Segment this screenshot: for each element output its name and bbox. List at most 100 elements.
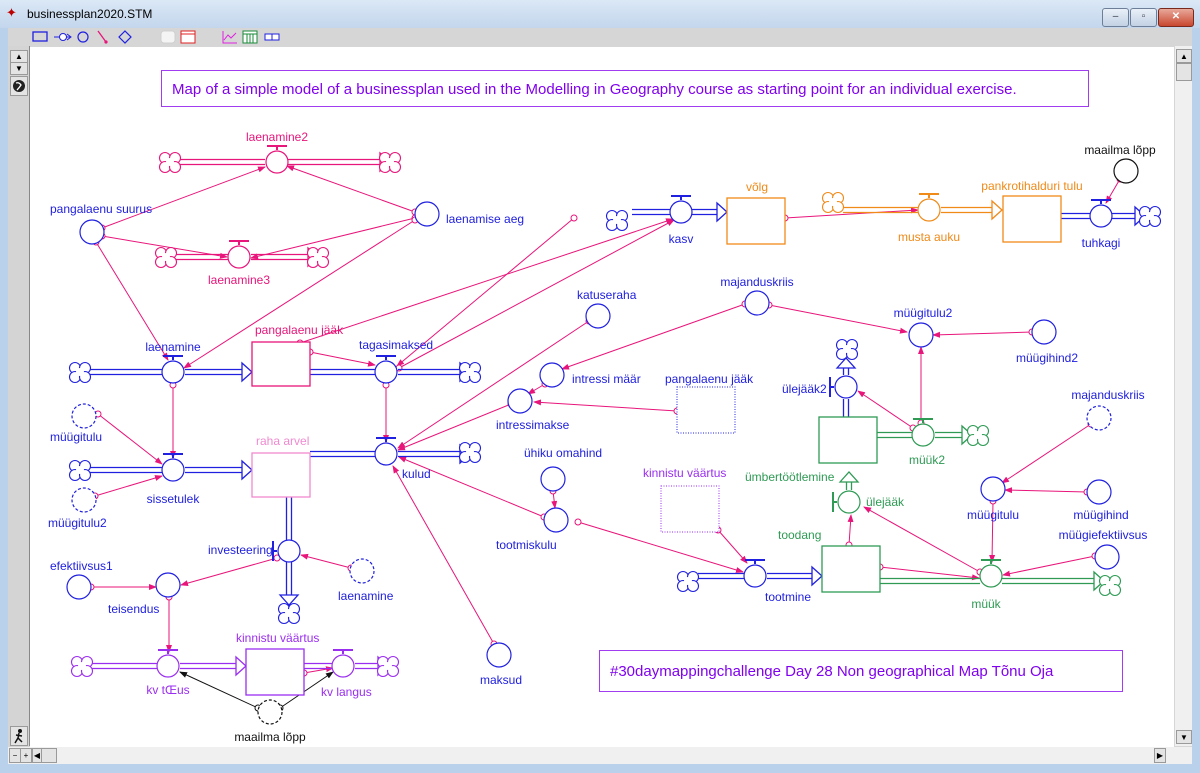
connector[interactable] <box>286 165 416 213</box>
sink-cloud[interactable] <box>458 361 482 384</box>
scroll-right-button[interactable]: ▶ <box>1154 748 1166 763</box>
tagasimaksed-flow[interactable] <box>374 355 398 384</box>
source-cloud[interactable] <box>158 151 182 174</box>
kulud-flow[interactable] <box>374 437 398 466</box>
source-cloud[interactable] <box>68 459 92 482</box>
pangalaenu-jaak-ghost-stock[interactable] <box>676 386 736 434</box>
connector[interactable] <box>101 166 266 229</box>
ulejaak2-flow[interactable] <box>829 375 858 399</box>
close-button[interactable]: ✕ <box>1158 8 1194 27</box>
connector[interactable] <box>309 351 376 367</box>
connector[interactable] <box>95 241 169 361</box>
connector[interactable] <box>717 529 748 564</box>
maailma-lopp-converter[interactable] <box>1113 158 1139 184</box>
muugitulu2-converter[interactable] <box>908 322 934 348</box>
diagram-canvas[interactable]: Map of a simple model of a businessplan … <box>30 47 1174 747</box>
maximize-button[interactable]: ▫ <box>1130 8 1157 27</box>
toodang-stock[interactable] <box>821 545 881 593</box>
muuk2-flow[interactable] <box>911 418 935 447</box>
investeering-flow[interactable] <box>272 539 301 563</box>
connector[interactable] <box>857 390 914 429</box>
laenamine2-flow[interactable] <box>265 145 289 174</box>
connector[interactable] <box>561 303 746 370</box>
connector[interactable] <box>392 465 495 645</box>
connector[interactable] <box>179 671 259 709</box>
connector[interactable] <box>250 217 416 260</box>
run-icon[interactable] <box>10 726 28 746</box>
laenamine-ghost-converter[interactable] <box>349 558 375 584</box>
sink-cloud[interactable] <box>1098 574 1122 597</box>
page-down-button[interactable]: ▼ <box>10 62 28 75</box>
vertical-scroll-thumb[interactable] <box>1176 63 1192 81</box>
connector[interactable] <box>577 521 744 573</box>
pankrotihalduri-tulu-stock[interactable] <box>1002 195 1062 243</box>
intressi-maar-converter[interactable] <box>539 362 565 388</box>
intressimakse-converter[interactable] <box>507 388 533 414</box>
connector[interactable] <box>101 235 228 259</box>
source-cloud[interactable] <box>821 191 845 214</box>
connector[interactable] <box>989 500 996 563</box>
source-cloud[interactable] <box>605 209 629 232</box>
tuhkagi-flow[interactable] <box>1089 199 1113 228</box>
laenamine-flow[interactable] <box>161 355 185 384</box>
page-up-button[interactable]: ▲ <box>10 50 28 63</box>
maailma-lopp-ghost-converter[interactable] <box>257 699 283 725</box>
connector[interactable] <box>183 219 416 369</box>
laenamise-aeg-converter[interactable] <box>414 201 440 227</box>
table-tool[interactable] <box>242 30 258 44</box>
decision-tool[interactable] <box>118 30 132 44</box>
graph-tool[interactable] <box>222 30 238 44</box>
connector[interactable] <box>863 506 981 573</box>
sissetulek-flow[interactable] <box>161 453 185 482</box>
globe-icon[interactable] <box>10 76 28 96</box>
connector[interactable] <box>768 304 908 334</box>
connector[interactable] <box>784 207 919 219</box>
kinnistu-vaartus-ghost-stock[interactable] <box>660 485 720 533</box>
muugitulu2-ghost-converter[interactable] <box>71 487 97 513</box>
connector[interactable] <box>1004 487 1088 494</box>
ulejaak-flow[interactable] <box>832 490 861 514</box>
connector[interactable] <box>398 219 675 369</box>
sink-cloud[interactable] <box>376 655 400 678</box>
stock-tool[interactable] <box>32 30 48 44</box>
kasv-flow[interactable] <box>669 195 693 224</box>
source-cloud[interactable] <box>154 246 178 269</box>
numeric-display-tool[interactable] <box>264 30 280 44</box>
source-cloud[interactable] <box>70 655 94 678</box>
minimize-button[interactable]: – <box>1102 8 1129 27</box>
volg-stock[interactable] <box>726 197 786 245</box>
vertical-scrollbar[interactable]: ▲ ▼ <box>1175 46 1192 746</box>
zoom-in-button[interactable]: + <box>20 748 32 763</box>
tootmiskulu-converter[interactable] <box>543 507 569 533</box>
muugihind2-converter[interactable] <box>1031 319 1057 345</box>
connector[interactable] <box>932 331 1033 338</box>
majanduskriis-converter[interactable] <box>744 290 770 316</box>
musta-auku-flow[interactable] <box>917 193 941 222</box>
scroll-down-button[interactable]: ▼ <box>1176 730 1192 744</box>
connector[interactable] <box>533 399 678 412</box>
tootmine-flow[interactable] <box>743 559 767 588</box>
sink-cloud[interactable] <box>306 246 330 269</box>
horizontal-scrollbar[interactable]: − + ◀ ▶ <box>8 747 1192 764</box>
connector[interactable] <box>397 320 590 449</box>
katuseraha-converter[interactable] <box>585 303 611 329</box>
horizontal-scroll-thumb[interactable] <box>41 748 57 763</box>
sink-cloud[interactable] <box>277 602 301 625</box>
connector[interactable] <box>180 557 278 586</box>
maksud-converter[interactable] <box>486 642 512 668</box>
kinnistu-vaartus-stock[interactable] <box>245 648 305 696</box>
connector[interactable] <box>396 217 575 367</box>
laenamine3-flow[interactable] <box>227 240 251 269</box>
teisendus-converter[interactable] <box>155 572 181 598</box>
sink-cloud[interactable] <box>378 151 402 174</box>
connector[interactable] <box>1002 555 1096 577</box>
connector[interactable] <box>97 413 163 465</box>
sink-cloud[interactable] <box>966 424 990 447</box>
raha-arvel-stock[interactable] <box>251 452 311 498</box>
umbertootlemine-stock[interactable] <box>818 416 878 464</box>
kv-langus-flow[interactable] <box>331 649 355 678</box>
connector[interactable] <box>1001 423 1092 484</box>
source-cloud[interactable] <box>68 361 92 384</box>
pangalaenu-suurus-converter[interactable] <box>79 219 105 245</box>
muugitulu-converter[interactable] <box>980 476 1006 502</box>
